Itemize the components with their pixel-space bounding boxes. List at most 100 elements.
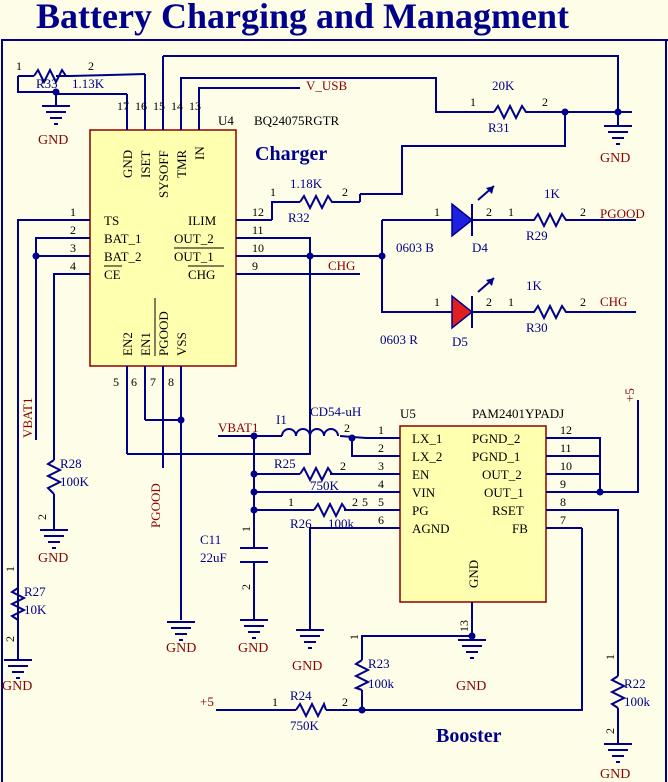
svg-text:13: 13 <box>189 99 201 113</box>
ic-u4-ref: U4 <box>218 113 234 128</box>
svg-text:EN2: EN2 <box>120 332 135 356</box>
svg-text:12: 12 <box>560 423 572 437</box>
svg-text:GND: GND <box>466 560 481 588</box>
svg-text:R22: R22 <box>624 676 646 691</box>
svg-text:6: 6 <box>378 513 384 527</box>
svg-text:2: 2 <box>542 95 548 109</box>
net-label-vbat1-vertical: VBAT1 <box>20 398 35 438</box>
svg-text:1: 1 <box>508 205 514 219</box>
svg-text:8: 8 <box>560 495 566 509</box>
section-label-booster: Booster <box>436 725 502 747</box>
svg-text:1: 1 <box>239 526 253 532</box>
resistor-r25: R25 750K 2 <box>274 456 346 493</box>
svg-text:OUT_2: OUT_2 <box>174 231 214 246</box>
section-label-charger: Charger <box>255 143 327 165</box>
svg-text:VSS: VSS <box>174 332 189 356</box>
svg-text:2: 2 <box>486 295 492 309</box>
svg-text:100k: 100k <box>328 516 355 531</box>
svg-text:750K: 750K <box>310 478 340 493</box>
svg-text:2: 2 <box>580 205 586 219</box>
svg-text:4: 4 <box>378 477 384 491</box>
svg-text:GND: GND <box>456 679 486 694</box>
svg-text:CE: CE <box>104 267 121 282</box>
svg-text:R30: R30 <box>526 320 548 335</box>
svg-text:TMR: TMR <box>174 150 189 179</box>
svg-text:OUT_1: OUT_1 <box>484 485 524 500</box>
svg-text:100k: 100k <box>624 694 651 709</box>
gnd-symbol-r33: GND <box>38 105 70 148</box>
svg-text:9: 9 <box>560 477 566 491</box>
svg-text:1: 1 <box>508 295 514 309</box>
svg-text:OUT_1: OUT_1 <box>174 249 214 264</box>
svg-text:2: 2 <box>352 495 358 509</box>
svg-text:VIN: VIN <box>412 485 436 500</box>
svg-text:PG: PG <box>412 503 429 518</box>
svg-text:7: 7 <box>150 375 156 389</box>
svg-text:2: 2 <box>603 728 617 734</box>
svg-text:11: 11 <box>560 441 572 455</box>
net-label-plus5-vertical: +5 <box>622 388 637 402</box>
gnd-symbol-c11: GND <box>238 619 268 656</box>
svg-text:4: 4 <box>70 259 76 273</box>
svg-text:OUT_2: OUT_2 <box>482 467 522 482</box>
resistor-r22: R22 100k 1 2 <box>603 654 651 744</box>
page-title: Battery Charging and Managment <box>36 0 569 36</box>
svg-text:RSET: RSET <box>492 503 524 518</box>
junctions-booster <box>250 432 604 714</box>
svg-text:AGND: AGND <box>412 521 450 536</box>
ic-u5-right-pins: 12 11 10 9 8 7 PGND_2 PGND_1 OUT_2 OUT_1… <box>472 423 582 536</box>
svg-text:2: 2 <box>342 185 348 199</box>
svg-text:GND: GND <box>166 641 196 656</box>
svg-text:PGND_2: PGND_2 <box>472 431 520 446</box>
resistor-r28: R28 100K 2 <box>35 456 90 520</box>
svg-text:LX_1: LX_1 <box>412 431 442 446</box>
svg-text:5: 5 <box>378 495 384 509</box>
wires-charger <box>17 55 619 660</box>
resistor-r27: R27 10K 1 2 <box>3 560 47 660</box>
svg-text:R23: R23 <box>368 656 390 671</box>
resistor-r26: R26 100k 1 2 5 <box>288 495 368 531</box>
svg-text:GND: GND <box>292 659 322 674</box>
svg-text:1: 1 <box>270 185 276 199</box>
led-d5: 1 2 0603 R D5 <box>380 277 520 349</box>
gnd-symbol-u4-vss: GND <box>166 621 196 656</box>
net-label-vbat1: VBAT1 <box>218 420 258 435</box>
wires-booster <box>216 400 639 711</box>
svg-text:3: 3 <box>70 241 76 255</box>
svg-text:1: 1 <box>470 95 476 109</box>
svg-text:ISET: ISET <box>138 151 153 179</box>
ic-u4-left-pins: 1 2 3 4 TS BAT_1 BAT_2 CE <box>56 205 142 282</box>
svg-text:I1: I1 <box>276 412 287 427</box>
svg-text:IN: IN <box>192 146 207 160</box>
svg-text:2: 2 <box>3 636 17 642</box>
svg-text:R24: R24 <box>290 688 312 703</box>
svg-text:1: 1 <box>272 695 278 709</box>
svg-text:1: 1 <box>70 205 76 219</box>
svg-text:2: 2 <box>580 295 586 309</box>
svg-text:2: 2 <box>378 441 384 455</box>
svg-text:10: 10 <box>252 241 264 255</box>
resistor-r33: R33 1.13K 1 2 <box>16 59 105 91</box>
svg-text:BAT_2: BAT_2 <box>104 249 142 264</box>
svg-text:1: 1 <box>603 654 617 660</box>
svg-text:2: 2 <box>88 59 94 73</box>
svg-text:+5: +5 <box>200 694 214 709</box>
svg-text:GND: GND <box>38 133 68 148</box>
svg-text:GND: GND <box>2 679 32 694</box>
net-label-chg: CHG <box>328 258 355 273</box>
svg-text:D5: D5 <box>452 334 468 349</box>
svg-text:EN: EN <box>412 467 430 482</box>
svg-text:100k: 100k <box>368 676 395 691</box>
svg-text:11: 11 <box>252 223 264 237</box>
svg-text:0603 R: 0603 R <box>380 332 418 347</box>
svg-text:GND: GND <box>38 551 68 566</box>
svg-text:15: 15 <box>153 99 165 113</box>
svg-text:13: 13 <box>457 620 471 632</box>
svg-text:1: 1 <box>288 495 294 509</box>
svg-text:2: 2 <box>340 459 346 473</box>
svg-text:R28: R28 <box>60 456 82 471</box>
svg-text:3: 3 <box>378 459 384 473</box>
svg-text:SYSOFF: SYSOFF <box>156 150 171 198</box>
svg-text:5: 5 <box>362 495 368 509</box>
